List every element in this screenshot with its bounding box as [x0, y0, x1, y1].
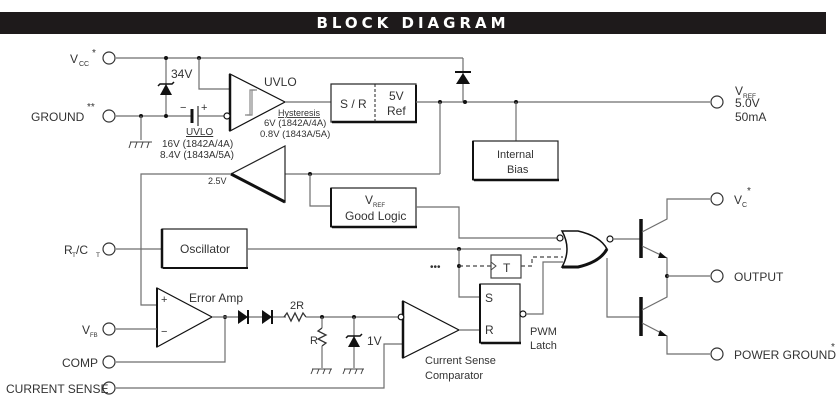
hysteresis-title: Hysteresis	[278, 108, 321, 118]
resistor-r-label: R	[310, 335, 318, 347]
ref-amp-label: 2.5V	[208, 176, 227, 186]
error-amp-label: Error Amp	[189, 291, 243, 305]
resistor-r-icon	[316, 327, 328, 347]
current-sense-label: CURRENT SENSE	[6, 382, 108, 396]
reference-amplifier	[229, 145, 286, 204]
ellipsis-icon: •••	[430, 262, 441, 273]
internal-bias-line1: Internal	[497, 149, 534, 161]
power-ground-pin[interactable]	[710, 347, 724, 361]
latch-line2: Latch	[530, 340, 557, 352]
ground-label: GROUND	[31, 110, 85, 124]
nor-gate	[556, 230, 614, 269]
diode-1-icon	[238, 310, 249, 324]
csc-line2: Comparator	[425, 370, 483, 382]
comp-label: COMP	[62, 356, 98, 370]
vcc-label: V	[70, 52, 78, 66]
upper-transistor-icon	[639, 198, 710, 276]
csc-line1: Current Sense	[425, 355, 496, 367]
resistor-2r-icon	[283, 311, 307, 323]
current-sense-pin[interactable]	[102, 381, 116, 395]
zener-1v-icon	[345, 333, 363, 347]
comp-pin[interactable]	[102, 355, 116, 369]
vcc-pin[interactable]	[102, 51, 116, 65]
hysteresis-line1: 6V (1842A/4A)	[264, 118, 326, 129]
rtct-pin[interactable]	[102, 242, 116, 256]
hysteresis-line2: 0.8V (1843A/5A)	[260, 129, 330, 140]
zener-34v-icon	[157, 58, 175, 116]
ground-icon	[128, 116, 152, 149]
zener-34v-label: 34V	[171, 67, 192, 81]
uvlo-label: UVLO	[264, 75, 297, 89]
uvlo-comparator	[223, 73, 287, 132]
vref-current: 50mA	[735, 110, 766, 124]
latch-r: R	[485, 323, 494, 337]
vref-good-sub: REF	[373, 203, 385, 209]
zener-1v-label: 1V	[367, 334, 382, 348]
uvlo-thresh-line2: 8.4V (1843A/5A)	[160, 150, 234, 161]
vref-label: V	[735, 84, 743, 98]
vref-sub: REF	[743, 93, 756, 100]
output-pin[interactable]	[710, 269, 724, 283]
output-label: OUTPUT	[734, 270, 784, 284]
pwm-latch-block	[479, 283, 527, 345]
ground-icon	[310, 368, 332, 375]
diode-2-icon	[262, 310, 273, 324]
ground-mark: **	[87, 102, 95, 113]
battery-plus: +	[201, 102, 207, 114]
oscillator-block	[160, 228, 248, 269]
current-sense-comparator	[397, 300, 461, 359]
vcc-sub: CC	[79, 61, 89, 68]
sr-ref-block	[330, 83, 417, 124]
vref-good-label: V	[365, 193, 373, 207]
battery-minus: −	[180, 102, 186, 114]
power-ground-label: POWER GROUND	[734, 348, 836, 362]
ground-icon	[342, 368, 364, 375]
internal-bias-block	[472, 140, 559, 182]
error-amp-minus: −	[161, 326, 167, 338]
vfb-pin[interactable]	[102, 322, 116, 336]
rt-label: R	[64, 243, 73, 257]
latch-s: S	[485, 291, 493, 305]
ground-pin[interactable]	[102, 109, 116, 123]
vfb-label: V	[82, 323, 90, 337]
internal-bias-line2: Bias	[507, 164, 529, 176]
battery-icon	[190, 106, 199, 126]
latch-line1: PWM	[530, 326, 557, 338]
vc-mark: *	[747, 186, 751, 197]
vc-pin[interactable]	[710, 192, 724, 206]
vref-good-logic-block	[330, 187, 417, 229]
vref-pin[interactable]	[710, 95, 724, 109]
diagram-title: BLOCK DIAGRAM	[0, 12, 826, 34]
error-amp-plus: +	[161, 294, 167, 306]
uvlo-thresh-line1: 16V (1842A/4A)	[162, 139, 233, 150]
lower-transistor-icon	[639, 276, 710, 355]
ref-line2: Ref	[387, 104, 406, 118]
power-ground-mark: *	[831, 342, 835, 353]
vcc-mark: *	[92, 48, 96, 59]
vfb-sub: FB	[90, 333, 98, 339]
resistor-2r-label: 2R	[290, 300, 304, 312]
oscillator-label: Oscillator	[180, 242, 230, 256]
toggle-label: T	[503, 261, 511, 275]
vc-label: V	[734, 193, 742, 207]
uvlo-thresh-title: UVLO	[186, 127, 213, 138]
ct-label: /C	[76, 243, 88, 257]
vref-voltage: 5.0V	[735, 96, 760, 110]
rt-sub: T	[72, 252, 76, 259]
ct-sub: T	[96, 252, 100, 259]
vc-sub: C	[742, 202, 747, 209]
diode-vcc-vref-icon	[455, 71, 471, 84]
sr-label: S / R	[340, 97, 367, 111]
error-amplifier	[156, 287, 214, 349]
vref-good-line2: Good Logic	[345, 209, 406, 223]
ref-line1: 5V	[389, 89, 404, 103]
